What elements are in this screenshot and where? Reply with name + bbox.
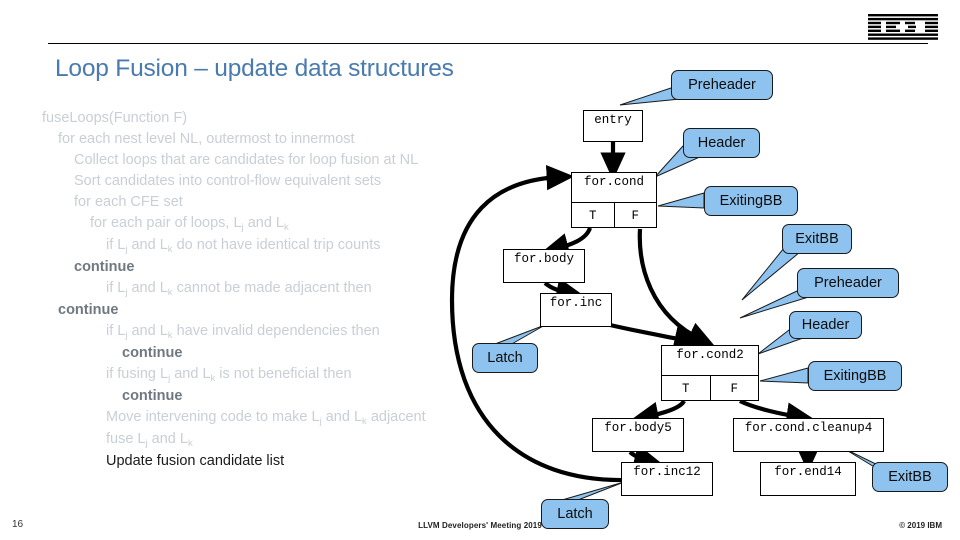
- callout-exitingbb: ExitingBB: [808, 361, 902, 391]
- pseudocode-line: if Lj and Lk do not have identical trip …: [106, 237, 381, 255]
- branch-false-label: F: [631, 208, 639, 223]
- graph-node-label: for.inc12: [633, 465, 701, 479]
- edge-forinc-forcond2: [609, 322, 702, 351]
- edge-forcond2-true-forbody5: [630, 399, 686, 427]
- pseudocode-line: if Lj and Lk have invalid dependencies t…: [106, 323, 380, 341]
- graph-edges: [449, 142, 821, 483]
- pseudocode-block: fuseLoops(Function F) for each nest level…: [42, 108, 482, 472]
- graph-node-entry: entry: [583, 110, 643, 142]
- callout-exitingbb: ExitingBB: [704, 186, 798, 216]
- copyright-notice: © 2019 IBM: [899, 521, 942, 530]
- graph-node-for-body: for.body: [503, 249, 585, 283]
- pseudocode-line: Move intervening code to make Lj and Lk …: [106, 409, 426, 427]
- graph-node-label: for.end14: [774, 465, 842, 479]
- pseudocode-line: Update fusion candidate list: [106, 453, 285, 469]
- pseudocode-line: for each nest level NL, outermost to inn…: [58, 131, 355, 147]
- callout-preheader: Preheader: [797, 268, 899, 298]
- header-divider: [48, 43, 928, 44]
- pseudocode-line: for each CFE set: [74, 194, 183, 210]
- callout-tails: [494, 87, 882, 501]
- pseudocode-line: continue: [122, 388, 183, 404]
- page-title: Loop Fusion – update data structures: [55, 55, 454, 82]
- pseudocode-line: if Lj and Lk cannot be made adjacent the…: [106, 280, 372, 298]
- branch-true-label: T: [662, 376, 711, 400]
- graph-node-for-end14: for.end14: [760, 462, 856, 496]
- edge-forbody-forinc: [543, 278, 585, 303]
- graph-node-label: for.cond2: [662, 346, 758, 376]
- edge-backedge-forinc12-forcond: [449, 165, 627, 483]
- pseudocode-line: Collect loops that are candidates for lo…: [74, 152, 419, 168]
- callout-header: Header: [683, 128, 760, 158]
- pseudocode-line: continue: [122, 345, 183, 361]
- graph-node-for-body5: for.body5: [592, 418, 684, 452]
- callout-exitbb: ExitBB: [872, 462, 948, 492]
- callout-latch: Latch: [541, 499, 609, 529]
- pseudocode-line: for each pair of loops, Lj and Lk: [90, 215, 289, 233]
- edge-forcond2-false-cleanup: [739, 399, 815, 428]
- pseudocode-line: continue: [58, 302, 119, 318]
- branch-false-label: F: [730, 381, 738, 396]
- pseudocode-line: continue: [74, 259, 135, 275]
- graph-node-label: for.body: [513, 252, 574, 266]
- callout-header: Header: [789, 311, 862, 339]
- graph-node-label: entry: [594, 113, 632, 127]
- pseudocode-line: Sort candidates into control-flow equiva…: [74, 173, 382, 189]
- pseudocode-line: fuse Lj and Lk: [106, 431, 193, 449]
- graph-node-label: for.body5: [604, 421, 672, 435]
- graph-node-for-inc12: for.inc12: [621, 462, 713, 496]
- callout-exitbb: ExitBB: [782, 224, 852, 254]
- edge-forcond-true-forbody: [541, 227, 592, 258]
- page-number: 16: [12, 519, 24, 530]
- graph-node-for-inc: for.inc: [540, 293, 612, 327]
- edge-forcond-false-forcond2: [637, 228, 715, 347]
- edge-forbody5-forinc12: [628, 444, 662, 469]
- ibm-logo: [868, 14, 938, 40]
- branch-true-label: T: [572, 203, 615, 227]
- callout-latch: Latch: [472, 343, 538, 373]
- pseudocode-line: fuseLoops(Function F): [42, 110, 188, 126]
- callout-preheader: Preheader: [671, 70, 773, 100]
- graph-node-label: for.inc: [549, 296, 603, 310]
- graph-node-for-cond-cleanup4: for.cond.cleanup4: [733, 418, 884, 452]
- footer-event-name: LLVM Developers' Meeting 2019: [418, 521, 542, 530]
- graph-node-label: for.cond: [572, 173, 656, 203]
- graph-node-label: for.cond.cleanup4: [744, 421, 873, 435]
- pseudocode-line: if fusing Lj and Lk is not beneficial th…: [106, 366, 352, 384]
